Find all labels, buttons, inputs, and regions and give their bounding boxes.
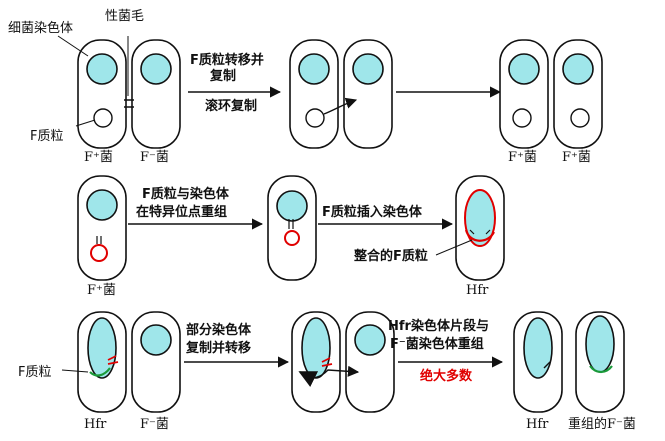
chromosome-circle bbox=[354, 324, 386, 356]
chromosome-circle bbox=[298, 53, 330, 85]
label-integrated: 整合的F质粒 bbox=[353, 248, 428, 264]
row3-step1-line1: 部分染色体 bbox=[186, 322, 252, 338]
chromosome-circle bbox=[140, 324, 172, 356]
row3-step2-line1: Hfr染色体片段与 bbox=[388, 318, 489, 334]
caption-f-plus: F⁺菌 bbox=[84, 150, 113, 165]
f-plasmid bbox=[570, 108, 590, 128]
caption-f-plus-1: F⁺菌 bbox=[508, 150, 537, 165]
row1-pair-right bbox=[499, 39, 603, 149]
hfr-chromosome bbox=[523, 317, 553, 379]
chromosome-circle bbox=[508, 53, 540, 85]
row3-step1-line2: 复制并转移 bbox=[185, 340, 251, 356]
step1-sub: 滚环复制 bbox=[205, 98, 257, 114]
caption-f-plus-row2: F⁺菌 bbox=[87, 283, 116, 298]
chromosome-circle bbox=[86, 189, 118, 221]
caption-hfr-row2: Hfr bbox=[466, 283, 489, 298]
row1-pair-middle bbox=[289, 39, 393, 149]
row3-step2-note: 绝大多数 bbox=[420, 368, 473, 384]
caption-f-minus: F⁻菌 bbox=[140, 150, 169, 165]
row1-pair-left bbox=[57, 35, 181, 149]
row2-cell-2 bbox=[267, 175, 317, 281]
row3-step2-line2: F⁻菌染色体重组 bbox=[390, 336, 484, 352]
caption-recombinant: 重组的F⁻菌 bbox=[568, 416, 636, 432]
chromosome-circle bbox=[352, 53, 384, 85]
integrated-plasmid bbox=[464, 229, 495, 242]
caption-hfr-right: Hfr bbox=[526, 417, 549, 432]
hfr-chromosome bbox=[301, 317, 331, 379]
chromosome-circle bbox=[562, 53, 594, 85]
step1-line2: 复制 bbox=[209, 68, 236, 84]
chromosome-circle bbox=[276, 190, 308, 222]
sex-pilus bbox=[124, 99, 134, 108]
label-pilus: 性菌毛 bbox=[105, 9, 144, 24]
step1-line1: F质粒转移并 bbox=[190, 52, 264, 68]
label-chromosome: 细菌染色体 bbox=[8, 20, 73, 36]
att-site bbox=[96, 236, 102, 244]
row2-cell-3 bbox=[455, 175, 505, 281]
f-plasmid-green bbox=[89, 367, 111, 377]
chromosome-circle bbox=[86, 53, 118, 85]
recombined-segment bbox=[589, 365, 613, 374]
f-plasmid bbox=[93, 108, 113, 128]
f-plasmid bbox=[512, 108, 532, 128]
f-plasmid-red bbox=[284, 230, 300, 246]
f-plasmid bbox=[305, 108, 325, 128]
row2-step1-line2: 在特异位点重组 bbox=[136, 204, 227, 220]
row2-step2: F质粒插入染色体 bbox=[322, 204, 423, 220]
green-strand bbox=[298, 371, 319, 387]
row2-cell-1 bbox=[77, 175, 127, 281]
caption-f-minus-left: F⁻菌 bbox=[140, 417, 169, 432]
caption-f-plus-2: F⁺菌 bbox=[562, 150, 591, 165]
row2-step1-line1: F质粒与染色体 bbox=[142, 186, 230, 202]
chromosome-circle bbox=[140, 53, 172, 85]
plasmid-pointer bbox=[75, 119, 96, 127]
chromosome-pointer bbox=[57, 35, 89, 57]
row3-pair-left bbox=[77, 311, 181, 413]
recombinant-chromosome bbox=[585, 315, 615, 373]
hfr-chromosome bbox=[87, 317, 117, 379]
caption-hfr-left: Hfr bbox=[84, 417, 107, 432]
label-plasmid-row3: F质粒 bbox=[18, 365, 51, 380]
row3-pair-right bbox=[513, 311, 625, 413]
f-plasmid-red bbox=[90, 244, 108, 262]
label-plasmid: F质粒 bbox=[30, 129, 63, 144]
transfer-strand bbox=[323, 97, 358, 115]
row3-pair-middle bbox=[291, 311, 395, 413]
